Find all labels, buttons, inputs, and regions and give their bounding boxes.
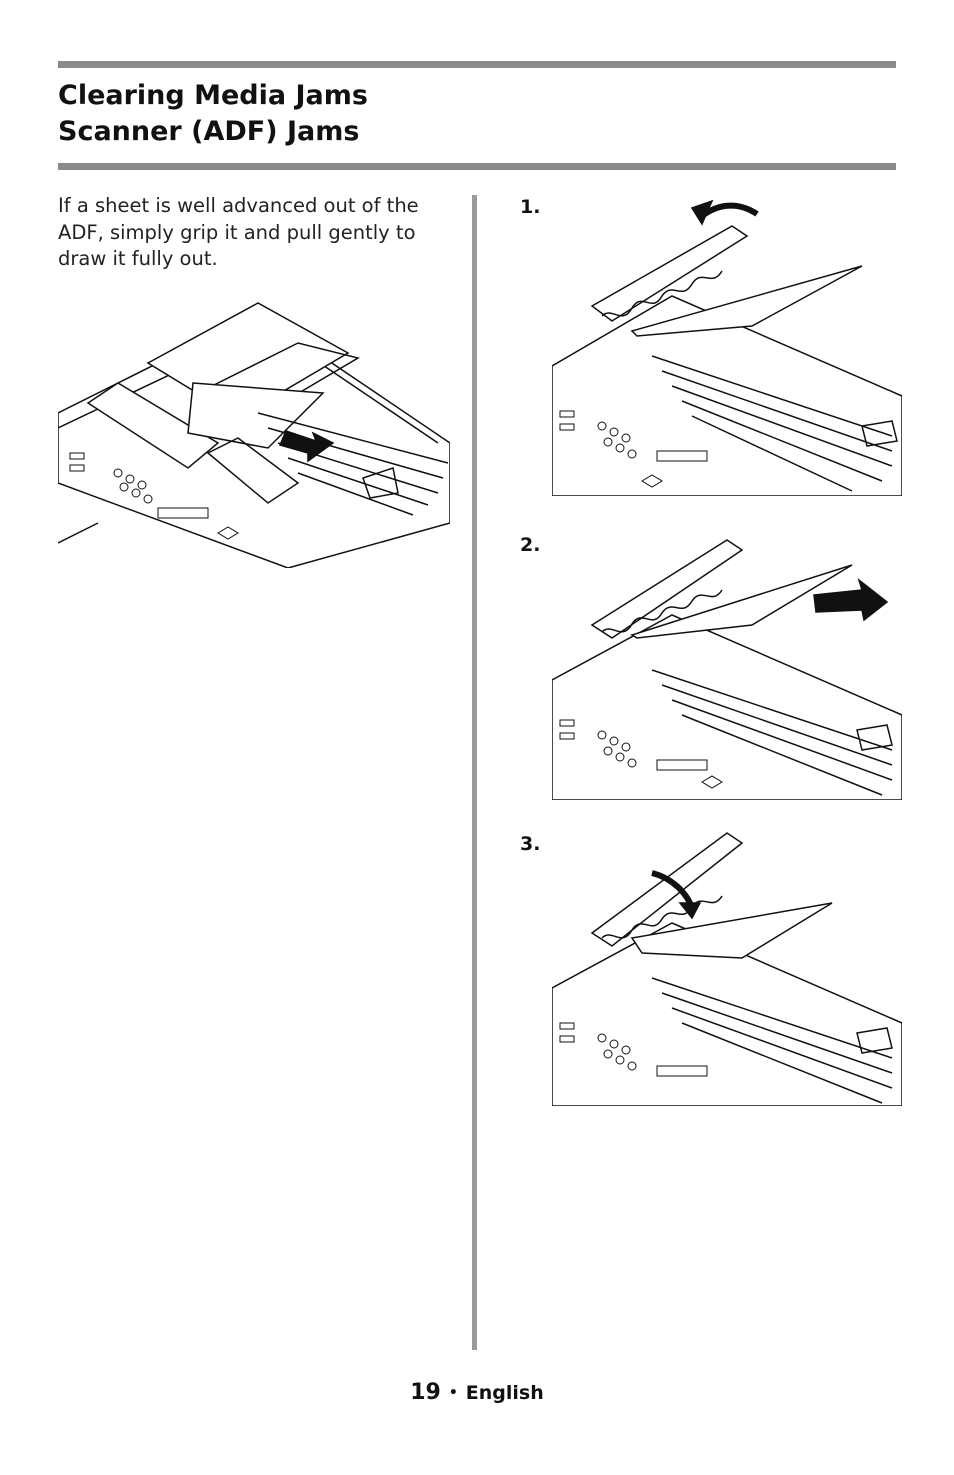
step-1-label: 1. — [520, 196, 541, 218]
page-footer: 19 • English — [0, 1380, 954, 1405]
page-title: Clearing Media Jams Scanner (ADF) Jams — [58, 78, 368, 150]
title-line-2: Scanner (ADF) Jams — [58, 116, 360, 147]
step-3-label: 3. — [520, 833, 541, 855]
adf-cover-open-illustration — [552, 196, 902, 496]
page-number: 19 — [410, 1380, 441, 1405]
footer-bullet-icon: • — [448, 1385, 458, 1401]
intro-paragraph: If a sheet is well advanced out of the A… — [58, 194, 419, 270]
title-line-1: Clearing Media Jams — [58, 80, 368, 111]
adf-cover-close-illustration — [552, 828, 902, 1106]
step-2-label: 2. — [520, 534, 541, 556]
footer-language: English — [465, 1382, 544, 1404]
header-bottom-rule — [58, 163, 896, 170]
header-top-rule — [58, 61, 896, 68]
adf-remove-sheet-illustration — [552, 520, 902, 800]
adf-pull-sheet-illustration — [58, 293, 450, 568]
column-divider — [472, 195, 477, 1350]
